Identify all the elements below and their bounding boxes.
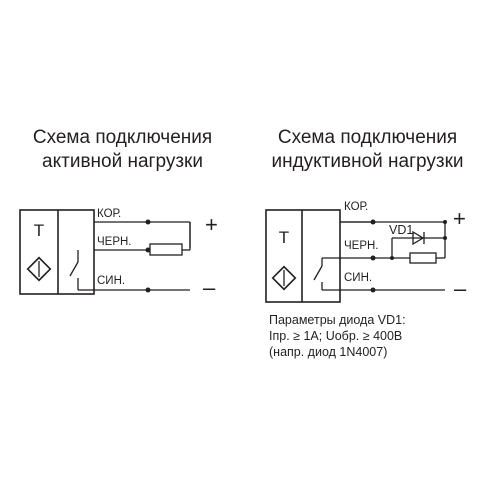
left-brown-terminal bbox=[145, 219, 151, 225]
right-sensor-letter: Т bbox=[279, 228, 289, 247]
right-load-resistor bbox=[409, 252, 437, 264]
right-minus-sign: – bbox=[454, 276, 467, 301]
left-sensor-body bbox=[19, 209, 95, 295]
right-diode-label: VD1 bbox=[389, 223, 413, 237]
left-diagram-title: Схема подключения активной нагрузки bbox=[10, 126, 235, 174]
right-wire-blue-label: СИН. bbox=[344, 272, 372, 284]
left-diagram: Т КОР. ЧЕРН. СИН. + – bbox=[19, 208, 218, 300]
right-wire-black-label: ЧЕРН. bbox=[344, 240, 379, 252]
diode-parameters-note: Параметры диода VD1: Iпр. ≥ 1А; Uобр. ≥ … bbox=[269, 312, 406, 360]
left-plus-sign: + bbox=[205, 212, 218, 237]
left-sensor-letter: Т bbox=[34, 221, 44, 240]
right-title-line2: индуктивной нагрузки bbox=[271, 151, 464, 172]
left-load-resistor bbox=[149, 243, 183, 256]
left-wire-blue-label: СИН. bbox=[97, 275, 125, 287]
left-blue-terminal bbox=[145, 287, 151, 293]
right-wire-brown-label: КОР. bbox=[344, 201, 368, 213]
right-diagram: Т КОР. VD1 ЧЕРН. bbox=[265, 201, 467, 303]
right-title-line1: Схема подключения bbox=[277, 127, 458, 148]
left-wire-black-label: ЧЕРН. bbox=[97, 236, 132, 248]
left-wire-brown-label: КОР. bbox=[97, 208, 121, 220]
diode-note-line1: Параметры диода VD1: bbox=[269, 313, 406, 327]
right-plus-sign: + bbox=[453, 206, 466, 231]
left-switch-contact bbox=[69, 261, 79, 277]
left-minus-sign: – bbox=[203, 275, 216, 300]
right-brown-terminal bbox=[370, 219, 376, 225]
left-title-line2: активной нагрузки bbox=[42, 151, 203, 172]
right-sensor-body bbox=[265, 209, 341, 303]
left-sensor-symbol bbox=[26, 256, 52, 282]
diode-note-line2: Iпр. ≥ 1А; Uобр. ≥ 400В bbox=[269, 329, 403, 343]
diode-note-line3: (напр. диод 1N4007) bbox=[269, 345, 388, 359]
right-diode-symbol bbox=[412, 230, 425, 246]
right-diagram-title: Схема подключения индуктивной нагрузки bbox=[255, 126, 480, 174]
right-switch-contact bbox=[313, 265, 323, 281]
left-title-line1: Схема подключения bbox=[32, 127, 213, 148]
right-blue-terminal bbox=[370, 287, 376, 293]
right-sensor-symbol bbox=[271, 265, 297, 291]
